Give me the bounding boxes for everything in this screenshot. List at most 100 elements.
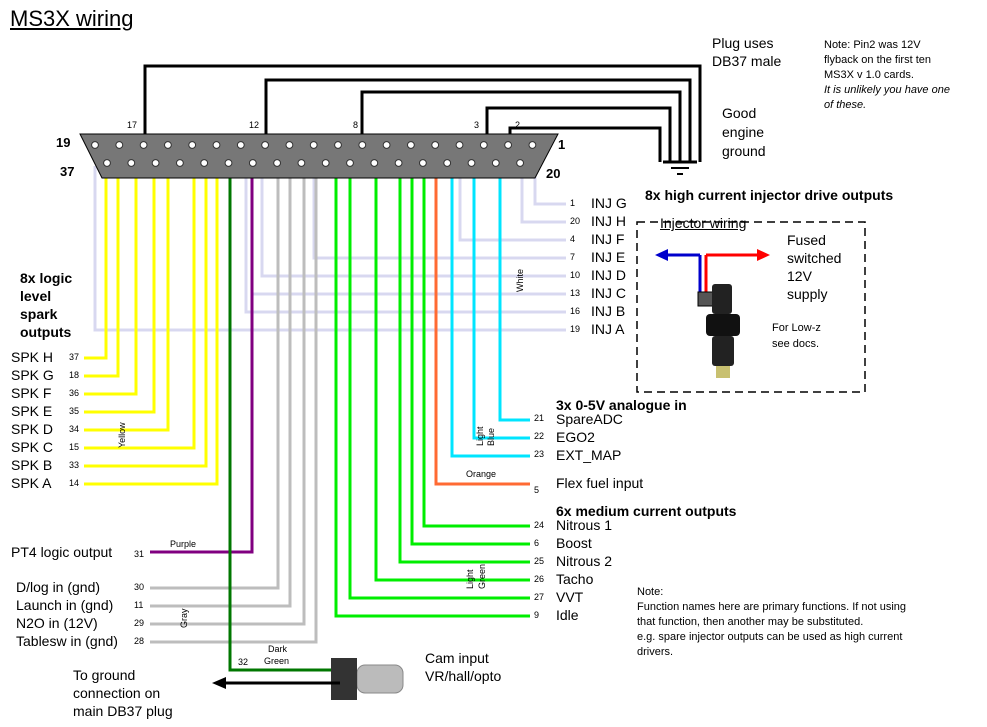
analogue-pin-21: 21 — [534, 413, 545, 423]
injector-icon — [655, 249, 770, 378]
ground-symbol — [663, 160, 697, 175]
pin-hole — [151, 159, 160, 167]
injector-pin-20: 20 — [570, 216, 581, 226]
medium-pin-6: 6 — [534, 538, 540, 548]
analogue-name-2: EXT_MAP — [556, 447, 622, 463]
injector-wire — [93, 166, 566, 332]
pin-hole — [346, 159, 354, 167]
white-wire-label: White — [515, 268, 525, 292]
pin-label-3: 3 — [474, 120, 480, 130]
gray-wire — [150, 166, 280, 590]
pt4-pin: 31 — [134, 549, 145, 559]
light-green-label-1: Light — [465, 569, 475, 589]
pin3-ground-wire — [485, 106, 672, 162]
spark-wire — [84, 148, 108, 360]
injector-name-4: INJ D — [591, 267, 626, 283]
medium-name-0: Nitrous 1 — [556, 517, 613, 533]
db37-connector — [79, 133, 559, 179]
ground-note-3: ground — [722, 143, 766, 159]
pin-hole — [321, 159, 330, 167]
cam-sensor-icon — [212, 658, 404, 700]
spark-header-2: level — [20, 288, 52, 304]
pin-label-8: 8 — [353, 120, 359, 130]
medium-pin-9: 9 — [534, 610, 540, 620]
injector-wiring-box — [636, 221, 866, 393]
dark-green-label-1: Dark — [268, 644, 288, 654]
supply-note-4: supply — [787, 286, 828, 302]
pin-hole — [248, 159, 257, 167]
lowz-note-2: see docs. — [772, 338, 820, 350]
injector-name-7: INJ A — [591, 321, 625, 337]
spark-pin-14: 14 — [69, 478, 80, 488]
medium-pin-27: 27 — [534, 592, 545, 602]
analogue-wire — [450, 166, 530, 458]
spark-wire — [84, 148, 138, 396]
injector-name-5: INJ C — [591, 285, 626, 301]
medium-pin-26: 26 — [534, 574, 545, 584]
purple-wire-label: Purple — [170, 539, 197, 549]
pin-hole — [419, 159, 427, 167]
injector-wiring-title: Injector wiring — [660, 215, 747, 231]
injector-header: 8x high current injector drive outputs — [645, 187, 894, 203]
spark-wire — [84, 148, 219, 486]
pin-hole — [103, 159, 111, 167]
pt4-name: PT4 logic output — [11, 544, 113, 560]
yellow-wire-label: Yellow — [117, 422, 127, 448]
pin-label-12: 12 — [249, 120, 260, 130]
spark-pin-18: 18 — [69, 370, 80, 380]
pin12-ground-wire — [264, 78, 692, 162]
pin-hole — [504, 141, 513, 149]
pin-hole — [164, 141, 172, 149]
injector-pin-7: 7 — [570, 252, 576, 262]
spark-name-3: SPK E — [11, 403, 53, 419]
pin-hole — [139, 141, 148, 149]
light-blue-label-1: Light — [475, 426, 485, 446]
medium-wire — [398, 150, 530, 564]
medium-name-5: Idle — [556, 607, 579, 623]
spark-name-1: SPK G — [11, 367, 54, 383]
injector-name-3: INJ E — [591, 249, 626, 265]
analogue-pin-23: 23 — [534, 449, 545, 459]
pin-label-17: 17 — [127, 120, 138, 130]
connector-body — [79, 133, 559, 179]
spark-name-5: SPK C — [11, 439, 54, 455]
spark-wire — [84, 148, 170, 432]
spark-name-0: SPK H — [11, 349, 54, 365]
analogue-name-1: EGO2 — [556, 429, 595, 445]
injector-pin-4: 4 — [570, 234, 576, 244]
supply-note-1: Fused — [787, 232, 826, 248]
pin-hole — [236, 141, 245, 149]
cam-label-2: VR/hall/opto — [425, 668, 502, 684]
injector-pin-13: 13 — [570, 288, 581, 298]
gray-wire — [150, 166, 318, 644]
medium-name-2: Nitrous 2 — [556, 553, 613, 569]
cam-wire — [228, 166, 335, 672]
cam-label-1: Cam input — [425, 650, 489, 666]
pin-hole — [297, 159, 306, 167]
spark-pin-33: 33 — [69, 460, 80, 470]
pin-hole — [358, 141, 367, 149]
medium-header: 6x medium current outputs — [556, 503, 737, 519]
pin-hole — [261, 141, 270, 149]
spark-name-7: SPK A — [11, 475, 52, 491]
spark-pin-37: 37 — [69, 352, 80, 362]
pin-hole — [516, 159, 524, 167]
pin-hole — [382, 141, 391, 149]
pin-hole — [334, 141, 342, 149]
pin-hole — [467, 159, 476, 167]
analogue-wire — [498, 166, 530, 422]
gray-wire — [150, 166, 306, 626]
injector-wire — [533, 166, 566, 206]
plug-note-2: DB37 male — [712, 53, 782, 69]
pin-hole — [212, 141, 221, 149]
injector-pin-19: 19 — [570, 324, 581, 334]
pin-hole — [528, 141, 537, 149]
pin-hole — [407, 141, 415, 149]
pin8-ground-wire — [360, 90, 682, 162]
medium-pin-24: 24 — [534, 520, 545, 530]
spark-header-4: outputs — [20, 324, 72, 340]
medium-name-3: Tacho — [556, 571, 594, 587]
spark-pin-35: 35 — [69, 406, 80, 416]
corner-label-37: 37 — [60, 164, 75, 179]
spark-wire — [84, 148, 196, 450]
